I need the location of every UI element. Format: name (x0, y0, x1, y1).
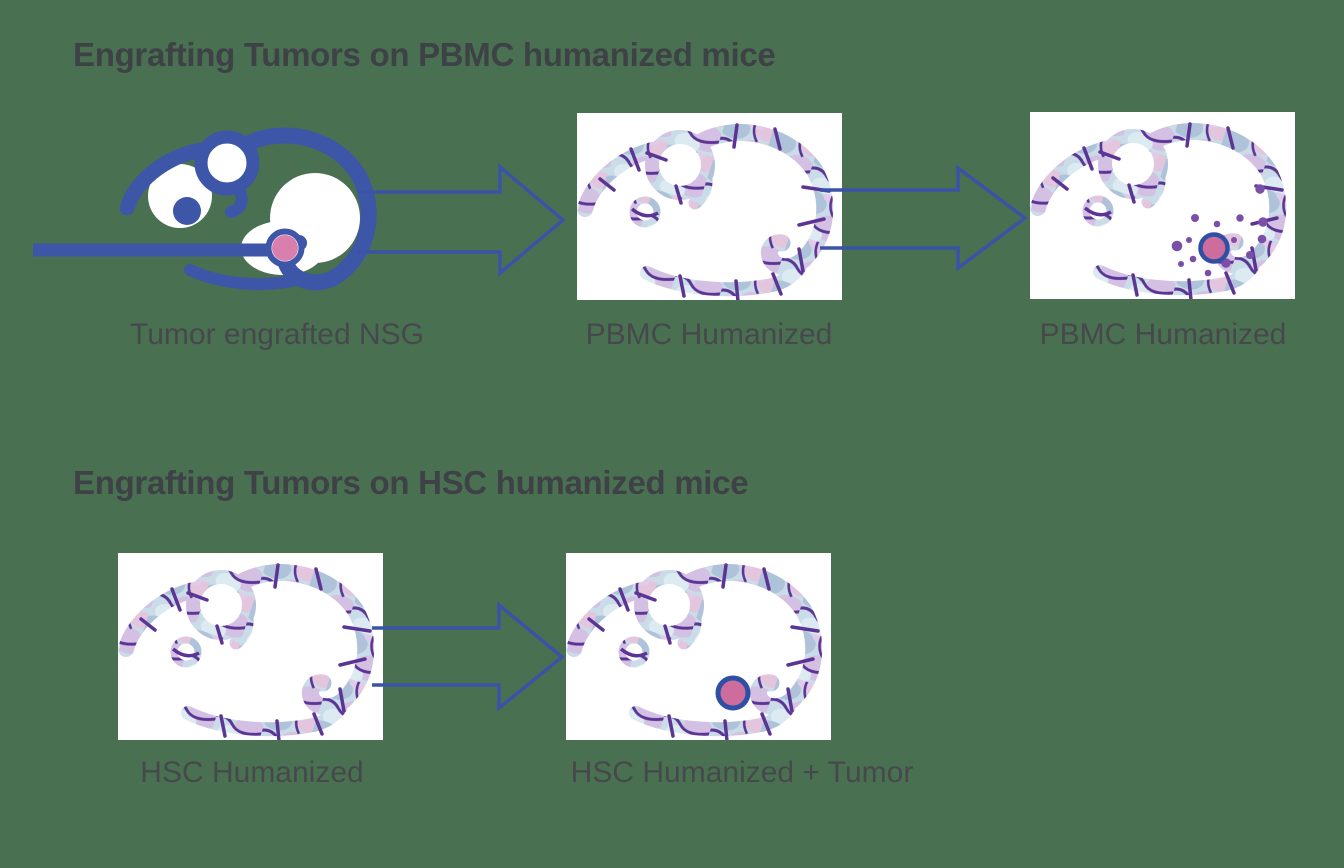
arrow-icon (372, 601, 565, 712)
section-title-hsc: Engrafting Tumors on HSC humanized mice (73, 464, 749, 501)
mouse-label: HSC Humanized (140, 756, 364, 789)
tumor-marker (265, 228, 305, 268)
mouse-label: PBMC Humanized (1039, 318, 1287, 351)
immune-cell-dots (1171, 184, 1268, 277)
mouse-eye (173, 197, 201, 225)
section-title-pbmc: Engrafting Tumors on PBMC humanized mice (73, 36, 776, 73)
mouse-label: HSC Humanized + Tumor (570, 756, 914, 789)
mouse-card (566, 553, 831, 740)
humanized-mouse-tumor-icon (566, 553, 831, 740)
mouse-label: Tumor engrafted NSG (129, 318, 425, 351)
nsg-mouse-icon (33, 127, 377, 291)
arrow-icon (358, 163, 566, 277)
mouse-card (577, 113, 842, 300)
arrow-icon (820, 164, 1028, 272)
mouse-ear (194, 130, 260, 196)
mouse-card (1030, 112, 1295, 299)
mouse-card (118, 553, 383, 740)
mouse-label: PBMC Humanized (585, 318, 833, 351)
tumor-marker (715, 675, 751, 711)
tumor-marker (1198, 232, 1230, 264)
humanized-mouse-tumor-icon (1030, 112, 1295, 299)
humanized-mouse-icon (118, 553, 383, 740)
humanized-mouse-icon (577, 113, 842, 300)
